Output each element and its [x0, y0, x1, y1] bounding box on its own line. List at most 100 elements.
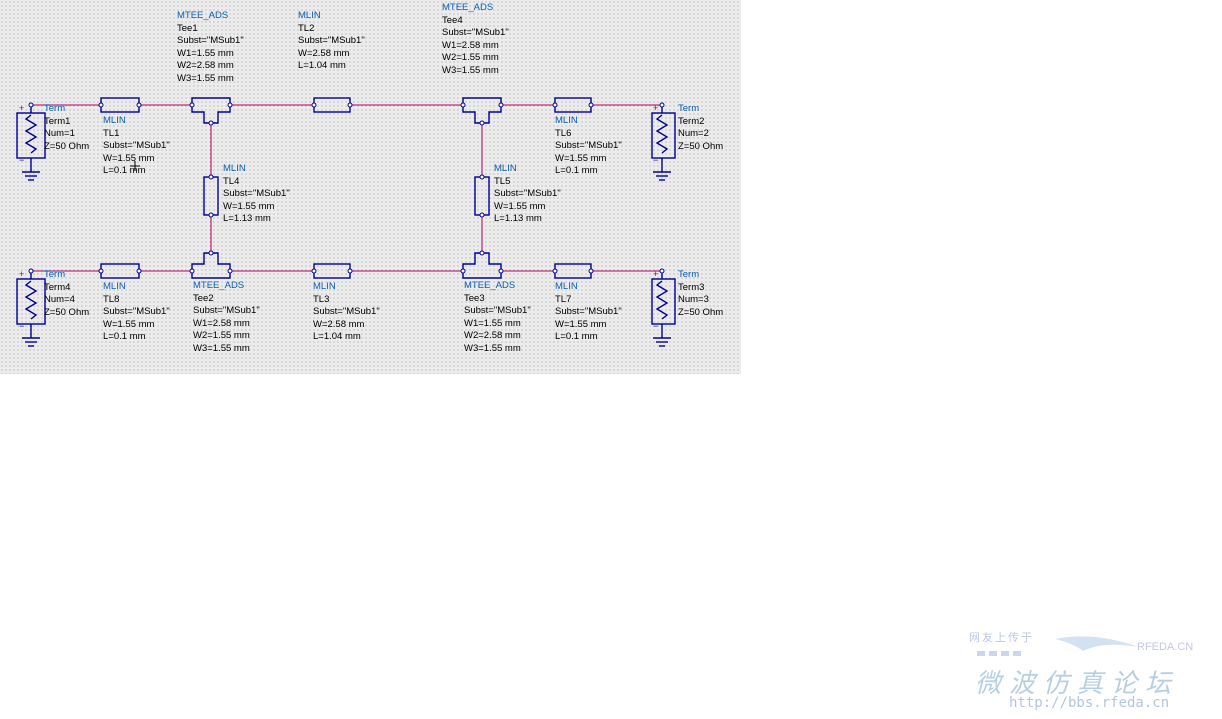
svg-text:−: −: [19, 155, 24, 165]
tl2-label[interactable]: MLIN TL2 Subst="MSub1" W=2.58 mm L=1.04 …: [298, 10, 365, 73]
tee3-symbol[interactable]: [462, 252, 502, 279]
component-name: Tee1: [177, 22, 198, 34]
component-type: MLIN: [298, 10, 321, 21]
tl1-label[interactable]: MLIN TL1 Subst="MSub1" W=1.55 mm L=0.1 m…: [103, 115, 170, 178]
svg-text:+: +: [653, 269, 658, 279]
tl8-label[interactable]: MLIN TL8 Subst="MSub1" W=1.55 mm L=0.1 m…: [103, 281, 170, 344]
tl3-symbol[interactable]: [313, 263, 351, 279]
param: Subst="MSub1": [103, 306, 170, 317]
component-name: TL6: [555, 127, 572, 139]
param: W2=1.55 mm: [193, 330, 250, 341]
component-name: Term1: [44, 115, 71, 127]
param: L=1.13 mm: [494, 213, 542, 224]
param: W=1.55 mm: [103, 152, 155, 164]
param: Subst="MSub1": [177, 35, 244, 46]
tl7-symbol[interactable]: [554, 263, 592, 279]
component-name: Tee3: [464, 292, 485, 304]
term3-symbol[interactable]: [651, 271, 676, 347]
component-name: Tee2: [193, 292, 214, 304]
watermark-upload-text: 网友上传于: [969, 632, 1034, 644]
param: Subst="MSub1": [555, 140, 622, 151]
term1-label[interactable]: Term Term1 Num=1 Z=50 Ohm: [44, 103, 89, 153]
param: Z=50 Ohm: [678, 140, 724, 152]
term1-symbol[interactable]: [16, 105, 46, 181]
tee3-label[interactable]: MTEE_ADS Tee3 Subst="MSub1" W1=1.55 mm W…: [464, 280, 531, 355]
component-name: TL7: [555, 293, 572, 305]
tl4-symbol[interactable]: [203, 176, 219, 216]
param: Num=3: [678, 294, 709, 305]
component-type: MLIN: [223, 163, 246, 174]
tee2-label[interactable]: MTEE_ADS Tee2 Subst="MSub1" W1=2.58 mm W…: [193, 280, 260, 355]
param: W=2.58 mm: [313, 318, 365, 330]
tl5-label[interactable]: MLIN TL5 Subst="MSub1" W=1.55 mm L=1.13 …: [494, 163, 561, 226]
watermark-brand: RFEDA.CN: [1137, 641, 1194, 653]
term4-symbol[interactable]: [16, 271, 46, 347]
component-name: TL5: [494, 175, 511, 187]
term3-label[interactable]: Term Term3 Num=3 Z=50 Ohm: [678, 269, 723, 319]
param: L=0.1 mm: [555, 331, 598, 342]
tl1-symbol[interactable]: [100, 97, 140, 113]
param: W1=2.58 mm: [193, 317, 250, 329]
tl4-label[interactable]: MLIN TL4 Subst="MSub1" W=1.55 mm L=1.13 …: [223, 163, 290, 226]
component-type: MLIN: [313, 281, 336, 292]
param: Z=50 Ohm: [44, 306, 90, 318]
param: W=1.55 mm: [494, 200, 546, 212]
param: Z=50 Ohm: [678, 306, 724, 318]
tl7-label[interactable]: MLIN TL7 Subst="MSub1" W=1.55 mm L=0.1 m…: [555, 281, 622, 344]
param: W1=2.58 mm: [442, 39, 499, 51]
tl5-symbol[interactable]: [474, 176, 490, 216]
watermark: 网友上传于 RFEDA.CN 微波仿真论坛 http://bbs.rfeda.c…: [965, 625, 1215, 715]
tl6-label[interactable]: MLIN TL6 Subst="MSub1" W=1.55 mm L=0.1 m…: [555, 115, 622, 178]
term2-label[interactable]: Term Term2 Num=2 Z=50 Ohm: [678, 103, 723, 153]
component-name: TL3: [313, 293, 330, 305]
cursor-crosshair-icon: [130, 161, 140, 171]
param: W=2.58 mm: [298, 47, 350, 59]
component-type: Term: [44, 269, 66, 280]
tee1-label[interactable]: MTEE_ADS Tee1 Subst="MSub1" W1=1.55 mm W…: [177, 10, 244, 85]
component-name: TL8: [103, 293, 120, 305]
schematic-canvas[interactable]: + − + − + − + − Term Term1 Num=1 Z=50 Oh…: [0, 0, 741, 374]
component-type: MTEE_ADS: [193, 280, 245, 291]
param: Num=4: [44, 294, 75, 305]
param: W=1.55 mm: [223, 200, 275, 212]
tl8-symbol[interactable]: [100, 263, 140, 279]
param: W2=2.58 mm: [177, 60, 234, 71]
param: Z=50 Ohm: [44, 140, 90, 152]
component-type: Term: [678, 269, 700, 280]
param: L=1.13 mm: [223, 213, 271, 224]
param: W1=1.55 mm: [464, 317, 521, 329]
component-type: MLIN: [555, 115, 578, 126]
param: W2=2.58 mm: [464, 330, 521, 341]
param: Subst="MSub1": [193, 305, 260, 316]
tee4-symbol[interactable]: [462, 97, 502, 124]
tee4-label[interactable]: MTEE_ADS Tee4 Subst="MSub1" W1=2.58 mm W…: [442, 2, 509, 77]
tl6-symbol[interactable]: [554, 97, 592, 113]
wires: [31, 104, 662, 272]
param: L=0.1 mm: [103, 331, 146, 342]
schematic-drawing: + − + − + − + −: [16, 97, 676, 347]
tee1-symbol[interactable]: [191, 97, 231, 124]
param: Num=2: [678, 128, 709, 139]
param: Subst="MSub1": [464, 305, 531, 316]
param: W=1.55 mm: [555, 152, 607, 164]
component-name: Term2: [678, 115, 705, 127]
tl2-symbol[interactable]: [313, 97, 351, 113]
component-type: Term: [44, 103, 66, 114]
component-type: MTEE_ADS: [464, 280, 516, 291]
svg-text:+: +: [19, 269, 24, 279]
component-type: MTEE_ADS: [442, 2, 494, 13]
param: Subst="MSub1": [298, 35, 365, 46]
param: W3=1.55 mm: [464, 342, 521, 354]
watermark-url: http://bbs.rfeda.cn: [1009, 695, 1170, 711]
term2-symbol[interactable]: [651, 105, 676, 181]
tee2-symbol[interactable]: [191, 252, 231, 279]
svg-text:−: −: [19, 321, 24, 331]
param: L=1.04 mm: [298, 60, 346, 71]
tl3-label[interactable]: MLIN TL3 Subst="MSub1" W=2.58 mm L=1.04 …: [313, 281, 380, 344]
pins: [28, 102, 665, 274]
param: Subst="MSub1": [442, 27, 509, 38]
term4-label[interactable]: Term Term4 Num=4 Z=50 Ohm: [44, 269, 89, 319]
watermark-bar: [977, 651, 1025, 656]
param: L=1.04 mm: [313, 331, 361, 342]
svg-text:+: +: [19, 103, 24, 113]
